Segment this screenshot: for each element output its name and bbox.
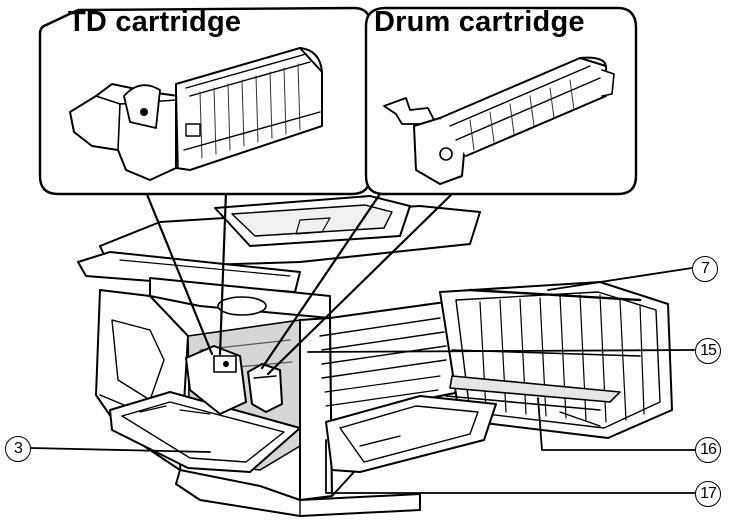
drum-cartridge-drawing [383, 56, 615, 185]
copier-body [77, 195, 481, 517]
installed-td-cartridge [185, 345, 247, 415]
leader-line-16 [537, 397, 696, 451]
inset-pointers [144, 190, 454, 376]
td-cartridge-label: TD cartridge [68, 6, 242, 38]
callout-3: 3 [5, 436, 31, 462]
installed-drum-cartridge [247, 363, 283, 413]
paper-tray [325, 395, 497, 473]
leader-lines [30, 267, 696, 494]
callout-15: 15 [695, 338, 721, 364]
td-cartridge-drawing [69, 47, 323, 181]
leader-line-3 [30, 447, 211, 453]
leader-line-17 [325, 439, 696, 494]
callout-16: 16 [695, 437, 721, 463]
leader-line-7 [547, 267, 693, 291]
callout-17: 17 [695, 481, 721, 507]
side-cover [439, 281, 673, 439]
callout-7: 7 [692, 256, 718, 282]
leader-line-15 [307, 349, 696, 353]
drum-cartridge-label: Drum cartridge [374, 6, 585, 38]
